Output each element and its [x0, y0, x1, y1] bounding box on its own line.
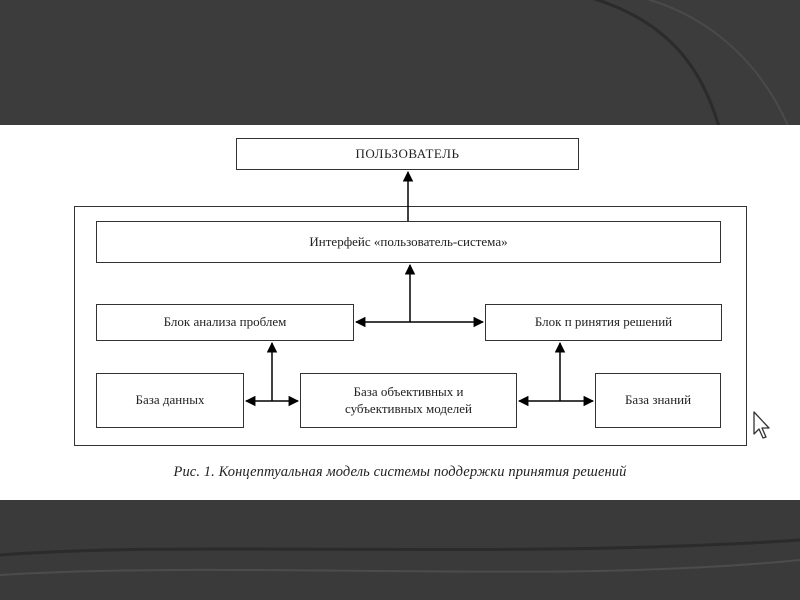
analysis-block: Блок анализа проблем: [96, 304, 354, 341]
interface-box: Интерфейс «пользователь-система»: [96, 221, 721, 263]
decision-block: Блок п ринятия решений: [485, 304, 722, 341]
top-decor-band: [0, 0, 800, 125]
mouse-pointer-icon: [753, 411, 770, 439]
models-base-box: База объективных и субъективных моделей: [300, 373, 517, 428]
database-box: База данных: [96, 373, 244, 428]
decor-swoosh-bottom: [0, 538, 800, 576]
user-box: ПОЛЬЗОВАТЕЛЬ: [236, 138, 579, 170]
bottom-decor-band: [0, 500, 800, 600]
system-boundary: [74, 206, 747, 446]
models-base-line2: субъективных моделей: [344, 400, 473, 416]
models-base-line1: База объективных и: [353, 384, 464, 400]
figure-caption: Рис. 1. Концептуальная модель системы по…: [173, 464, 627, 480]
knowledge-base-box: База знаний: [595, 373, 721, 428]
decor-swoosh-top: [593, 0, 789, 125]
